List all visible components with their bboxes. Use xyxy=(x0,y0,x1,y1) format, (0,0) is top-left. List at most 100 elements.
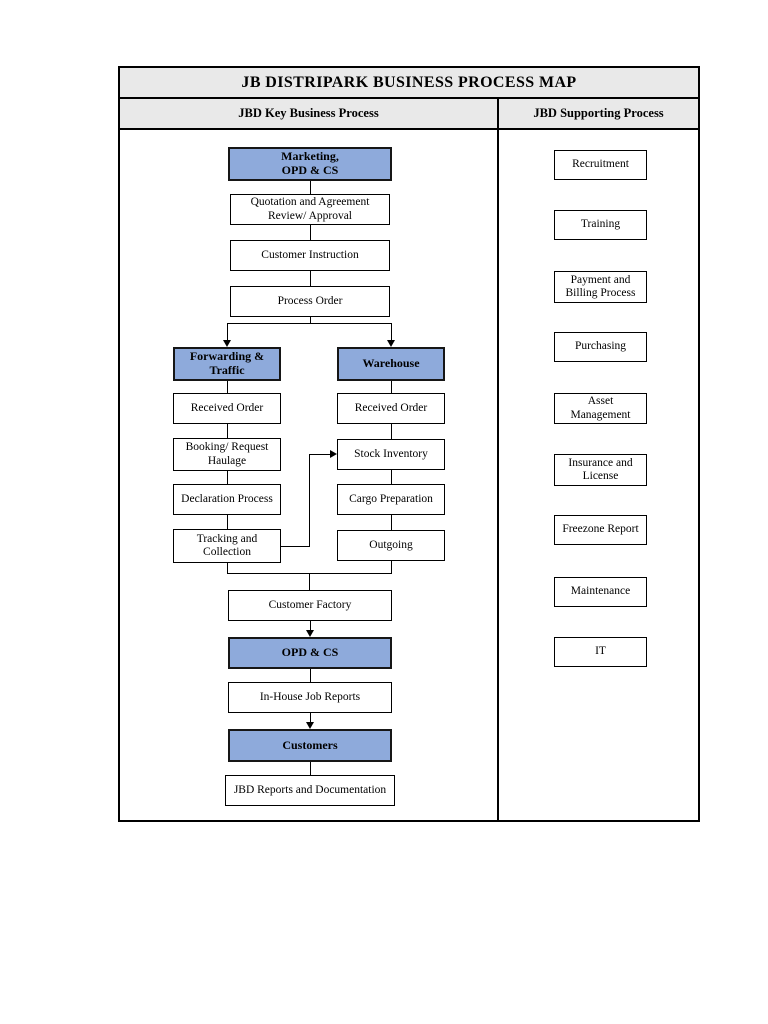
node-customer-factory: Customer Factory xyxy=(228,590,392,621)
node-label-line: Received Order xyxy=(190,401,264,414)
node-recruitment: Recruitment xyxy=(554,150,647,180)
connector-line xyxy=(391,424,392,439)
node-purchasing: Purchasing xyxy=(554,332,647,362)
key-process-column xyxy=(120,130,499,820)
node-label-line: Stock Inventory xyxy=(354,447,428,460)
map-title: JB DISTRIPARK BUSINESS PROCESS MAP xyxy=(120,68,698,99)
node-process-order: Process Order xyxy=(230,286,390,317)
node-label-line: Tracking and xyxy=(196,532,258,545)
column-header-key: JBD Key Business Process xyxy=(120,99,499,128)
connector-line xyxy=(281,546,310,547)
node-label-line: Traffic xyxy=(209,363,245,377)
node-payment-billing: Payment and Billing Process xyxy=(554,271,647,303)
node-label-line: OPD & CS xyxy=(281,163,339,177)
node-label-line: Received Order xyxy=(354,401,428,414)
node-label-line: Recruitment xyxy=(572,158,629,171)
node-customer-instruction: Customer Instruction xyxy=(230,240,390,271)
node-label-line: Collection xyxy=(203,546,251,558)
node-label-line: Process Order xyxy=(277,294,343,307)
node-inhouse-job-reports: In-House Job Reports xyxy=(228,682,392,713)
connector-line xyxy=(227,471,228,484)
connector-line xyxy=(227,515,228,529)
connector-line xyxy=(310,762,311,775)
node-label-line: Billing Process xyxy=(565,287,636,299)
connector-line xyxy=(309,454,310,547)
node-insurance-license: Insurance and License xyxy=(554,454,647,486)
column-headers: JBD Key Business Process JBD Supporting … xyxy=(120,99,698,130)
node-label-line: OPD & CS xyxy=(281,645,339,660)
connector-line xyxy=(310,317,311,324)
node-jbd-reports-documentation: JBD Reports and Documentation xyxy=(225,775,395,806)
arrowhead-down xyxy=(306,630,314,637)
node-cargo-preparation: Cargo Preparation xyxy=(337,484,445,515)
node-declaration-process: Declaration Process xyxy=(173,484,281,515)
connector-line xyxy=(310,271,311,286)
column-header-supporting: JBD Supporting Process xyxy=(533,106,664,120)
connector-line xyxy=(310,181,311,194)
connector-line xyxy=(310,621,311,631)
arrowhead-down xyxy=(306,722,314,729)
node-label-line: Freezone Report xyxy=(562,523,639,536)
node-label-line: Asset xyxy=(587,395,614,408)
node-label-line: License xyxy=(582,470,619,482)
node-stock-inventory: Stock Inventory xyxy=(337,439,445,470)
connector-line xyxy=(391,515,392,530)
connector-line xyxy=(309,573,310,590)
arrowhead-down xyxy=(387,340,395,347)
connector-line xyxy=(227,323,392,324)
connector-line xyxy=(391,381,392,393)
connector-line xyxy=(310,225,311,240)
node-label-line: Customer Factory xyxy=(268,598,352,611)
connector-line xyxy=(310,669,311,682)
node-label-line: Management xyxy=(570,408,631,421)
connector-line xyxy=(227,563,228,573)
node-received-order-forwarding: Received Order xyxy=(173,393,281,424)
connector-line xyxy=(310,713,311,722)
arrowhead-down xyxy=(223,340,231,347)
connector-line xyxy=(227,323,228,341)
node-quotation-agreement: Quotation and Agreement Review/ Approval xyxy=(230,194,390,225)
node-tracking-collection: Tracking and Collection xyxy=(173,529,281,563)
node-label-line: Insurance and xyxy=(568,456,633,469)
node-booking-request-haulage: Booking/ Request Haulage xyxy=(173,438,281,471)
connector-line xyxy=(227,381,228,393)
node-freezone-report: Freezone Report xyxy=(554,515,647,545)
node-asset-management: Asset Management xyxy=(554,393,647,424)
node-warehouse: Warehouse xyxy=(337,347,445,381)
node-label-line: Customer Instruction xyxy=(261,248,359,261)
connector-line xyxy=(391,561,392,573)
node-label-line: IT xyxy=(595,645,606,658)
node-label-line: Marketing, xyxy=(281,149,339,164)
node-label-line: Warehouse xyxy=(362,356,420,371)
node-customers: Customers xyxy=(228,729,392,762)
node-label-line: Purchasing xyxy=(574,340,627,353)
node-label-line: Customers xyxy=(282,737,338,752)
node-training: Training xyxy=(554,210,647,240)
node-maintenance: Maintenance xyxy=(554,577,647,607)
node-label-line: Maintenance xyxy=(570,585,631,598)
node-label-line: Training xyxy=(580,218,621,231)
connector-line xyxy=(391,470,392,484)
node-label-line: Review/ Approval xyxy=(268,209,352,222)
connector-line xyxy=(309,454,331,455)
node-label-line: Forwarding & xyxy=(189,349,265,364)
node-label-line: JBD Reports and Documentation xyxy=(233,783,387,796)
connector-line xyxy=(391,323,392,341)
node-it: IT xyxy=(554,637,647,667)
node-label-line: Outgoing xyxy=(369,538,413,551)
node-label-line: Payment and xyxy=(570,273,631,286)
connector-line xyxy=(227,424,228,438)
node-received-order-warehouse: Received Order xyxy=(337,393,445,424)
node-label-line: Booking/ Request xyxy=(185,441,269,454)
node-label-line: In-House Job Reports xyxy=(259,690,361,703)
node-outgoing: Outgoing xyxy=(337,530,445,561)
node-opd-cs: OPD & CS xyxy=(228,637,392,669)
node-label-line: Haulage xyxy=(207,454,247,467)
process-map-table: JB DISTRIPARK BUSINESS PROCESS MAP JBD K… xyxy=(118,66,700,822)
node-marketing-opd-cs: Marketing, OPD & CS xyxy=(228,147,392,181)
node-label-line: Declaration Process xyxy=(181,492,273,505)
node-label-line: Quotation and Agreement xyxy=(250,196,370,209)
node-label-line: Cargo Preparation xyxy=(349,492,433,505)
arrowhead-right xyxy=(330,450,337,458)
